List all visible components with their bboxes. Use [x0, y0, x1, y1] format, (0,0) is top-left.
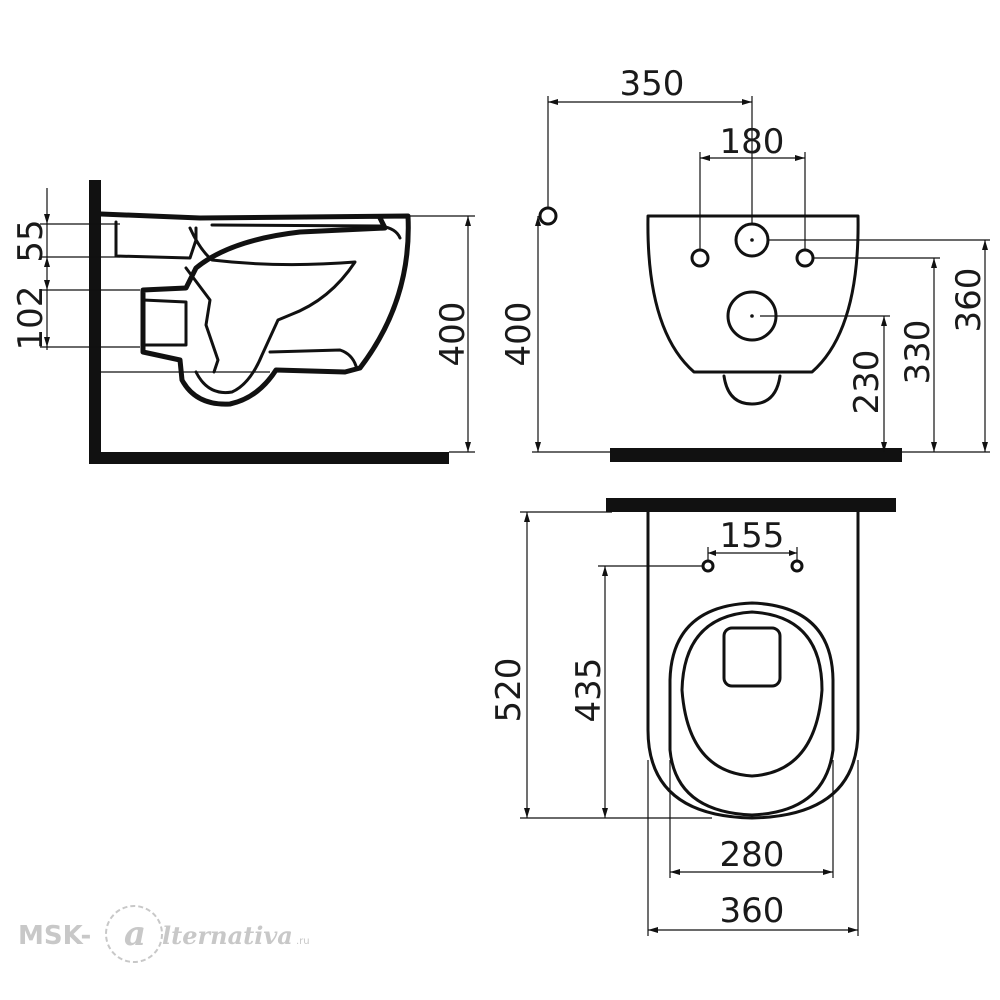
dim-seat-hole-to-front: 435: [569, 658, 609, 723]
watermark-brand: MSK-: [18, 921, 91, 951]
front-outlet-lip: [722, 374, 782, 406]
dim-front-height: 400: [499, 302, 539, 367]
front-bolt-hole-right: [795, 248, 815, 268]
top-toilet-outline: [646, 510, 860, 820]
watermark-suffix: lternativa: [162, 921, 293, 950]
side-bowl-inner: [188, 226, 357, 395]
top-seat-hole-left: [701, 559, 715, 573]
top-wall: [606, 498, 896, 512]
side-upper-inlet: [114, 220, 198, 260]
watermark-letter: a: [124, 914, 146, 954]
top-seat-hole-right: [790, 559, 804, 573]
dim-side-height: 400: [433, 302, 473, 367]
front-floor: [610, 448, 902, 462]
side-floor: [89, 452, 449, 464]
dim-bowl-inner-width: 280: [720, 835, 785, 875]
side-base: [268, 348, 358, 368]
front-view: 350 180 400 360 330 230: [499, 64, 990, 462]
front-bolt-hole-left: [690, 248, 710, 268]
dim-seat-hole-spacing: 155: [720, 516, 785, 556]
dim-inlet-height: 360: [949, 268, 989, 333]
side-view: 55 102 400: [11, 180, 475, 464]
top-seat-ring: [668, 601, 835, 817]
dim-overall-width: 360: [720, 891, 785, 931]
dim-bolt-height: 330: [898, 320, 938, 385]
watermark-domain: .ru: [296, 936, 310, 947]
front-wall-marker: [538, 206, 558, 226]
side-outlet: [141, 298, 188, 347]
dim-upper-offset: 55: [11, 219, 51, 262]
top-bowl-inner: [680, 610, 824, 778]
top-view: 155 520 435 280 360: [489, 498, 896, 936]
side-toilet-outline: [98, 211, 411, 407]
side-rim: [210, 223, 402, 240]
side-trapway: [184, 266, 220, 374]
watermark-circle-icon: [105, 905, 163, 963]
watermark-logo: MSK- a lternativa .ru: [18, 905, 310, 963]
side-wall: [89, 180, 101, 464]
dim-hole-spacing: 180: [720, 122, 785, 162]
top-drain: [722, 626, 782, 688]
dim-lower-offset: 102: [11, 286, 51, 351]
front-toilet-outline: [646, 214, 860, 374]
dim-length: 520: [489, 658, 529, 723]
dim-outlet-height: 230: [847, 350, 887, 415]
dim-overall-depth: 350: [620, 64, 685, 104]
